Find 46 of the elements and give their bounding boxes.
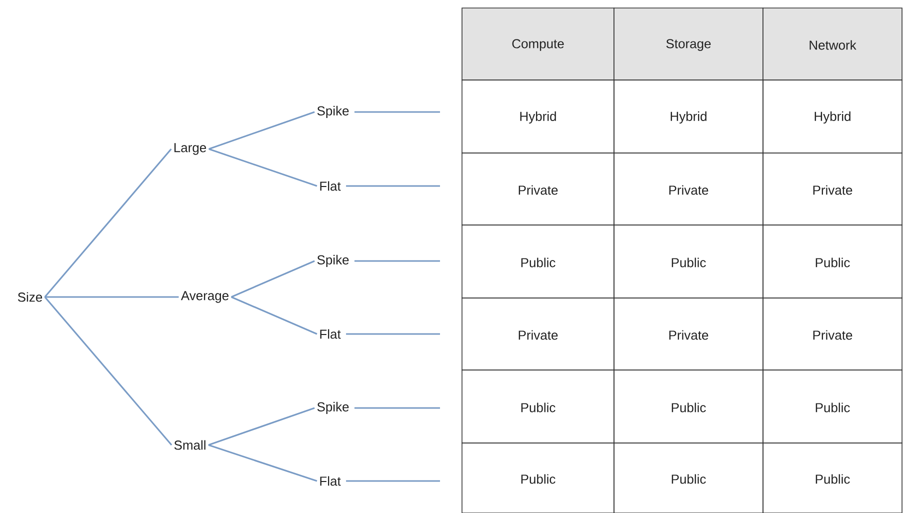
table-cell: Private: [762, 298, 902, 370]
connector-line: [346, 333, 440, 335]
header-cell: Storage: [614, 8, 764, 80]
table-cell: Hybrid: [462, 80, 614, 154]
table-cell: Public: [462, 370, 614, 444]
connector-line: [44, 296, 172, 446]
table-cell: Public: [762, 442, 902, 513]
table-cell: Public: [614, 370, 764, 444]
table-cell: Hybrid: [614, 80, 764, 154]
connector-line: [44, 296, 179, 298]
connector-line: [230, 296, 318, 335]
tree-label: Spike: [317, 106, 349, 118]
table-cell: Public: [614, 442, 764, 513]
connector-line: [208, 111, 315, 150]
table-cell: Public: [762, 370, 902, 444]
connector-line: [44, 148, 172, 298]
table-cell: Private: [462, 152, 614, 226]
tree-label: Flat: [320, 181, 341, 191]
table-cell: Private: [614, 298, 764, 370]
tree-label: Large: [174, 143, 206, 155]
table-cell: Public: [614, 224, 764, 298]
connector-line: [230, 260, 315, 298]
tree-label: Size: [18, 292, 42, 302]
tree-label: Flat: [320, 476, 341, 486]
connector-line: [208, 148, 318, 187]
header-cell: Compute: [462, 8, 614, 80]
table-cell: Public: [462, 442, 614, 513]
table-cell: Private: [762, 152, 902, 226]
tree-label: Small: [174, 440, 206, 450]
tree-label: Spike: [317, 402, 349, 414]
tree-label: Flat: [320, 329, 341, 339]
tree-label: Average: [180, 291, 229, 303]
table-cell: Private: [614, 152, 764, 226]
connector-line: [354, 407, 440, 409]
connector-line: [208, 407, 315, 446]
connector-line: [208, 444, 318, 482]
connector-line: [354, 260, 440, 262]
table-cell: Private: [462, 298, 614, 370]
table-cell: Hybrid: [762, 80, 902, 154]
connector-line: [346, 480, 440, 482]
tree-label: Spike: [317, 254, 349, 268]
table-cell: Public: [462, 224, 614, 298]
connector-line: [346, 185, 440, 187]
header-cell: Network: [762, 8, 902, 80]
table-cell: Public: [762, 224, 902, 298]
connector-line: [354, 111, 440, 113]
